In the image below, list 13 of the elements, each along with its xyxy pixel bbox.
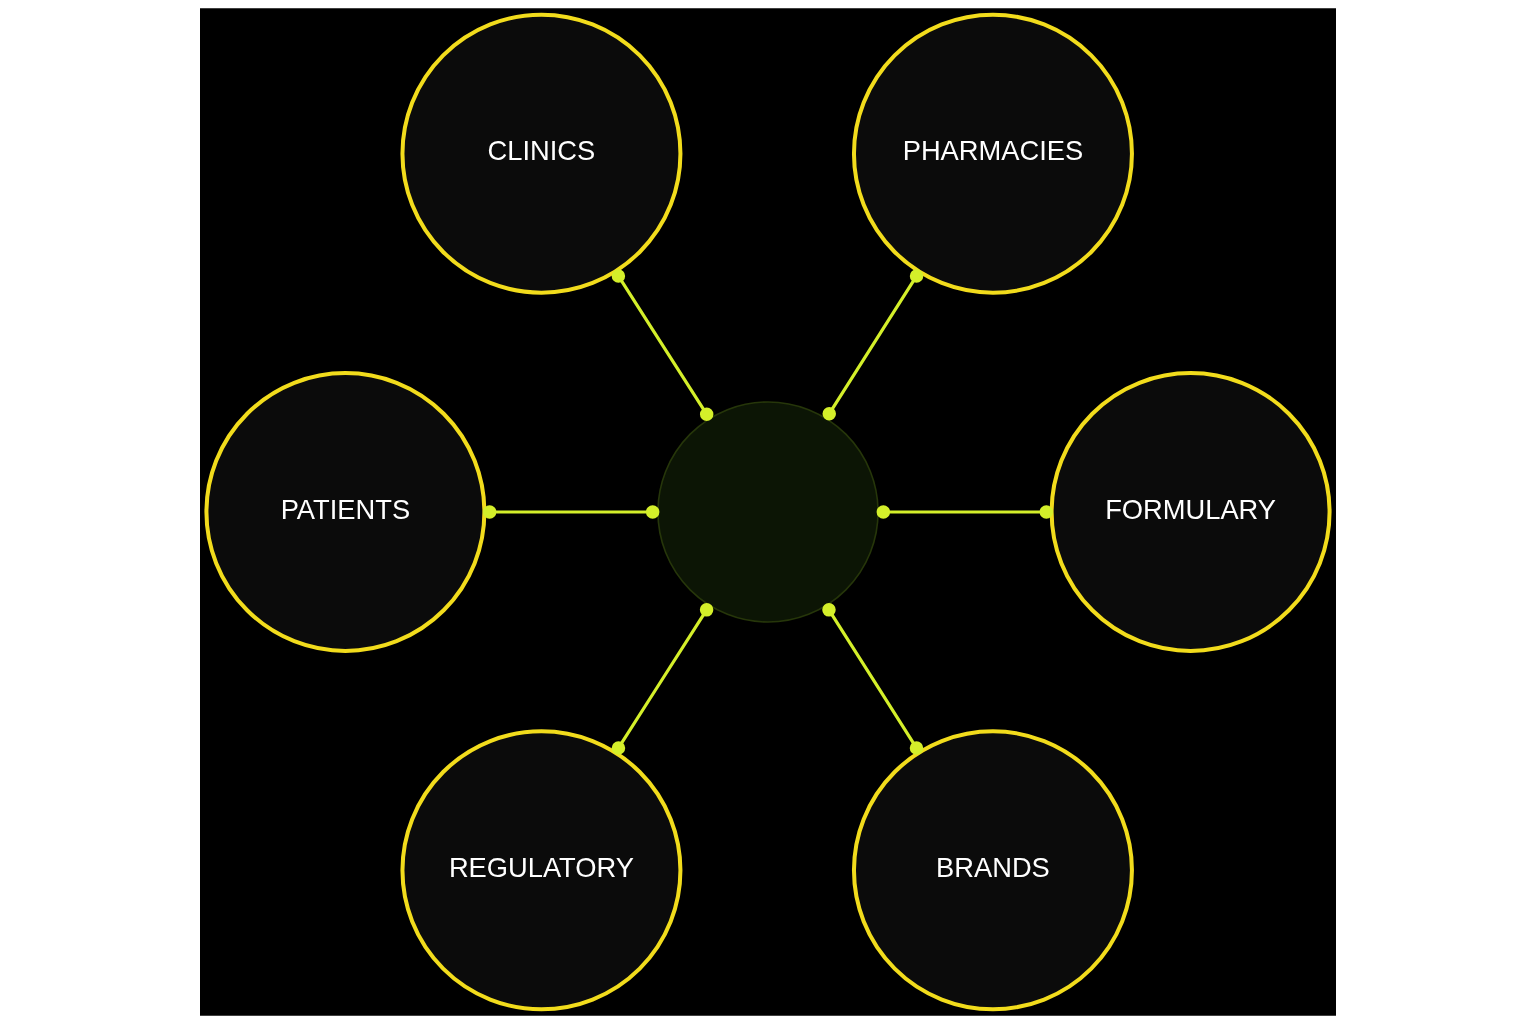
node-circle: CLINICS bbox=[400, 12, 683, 295]
connector bbox=[876, 505, 1054, 519]
connector bbox=[611, 603, 714, 755]
node-circle bbox=[657, 401, 879, 623]
connector bbox=[482, 505, 660, 519]
node-circle: PATIENTS bbox=[204, 371, 487, 653]
node-circle: REGULATORY bbox=[400, 729, 683, 1012]
node-circle: FORMULARY bbox=[1049, 371, 1332, 653]
node-circle: PHARMACIES bbox=[851, 12, 1134, 295]
node-circle: BRANDS bbox=[851, 729, 1134, 1012]
connector bbox=[822, 269, 924, 421]
connector bbox=[611, 269, 714, 422]
connector bbox=[822, 603, 924, 755]
